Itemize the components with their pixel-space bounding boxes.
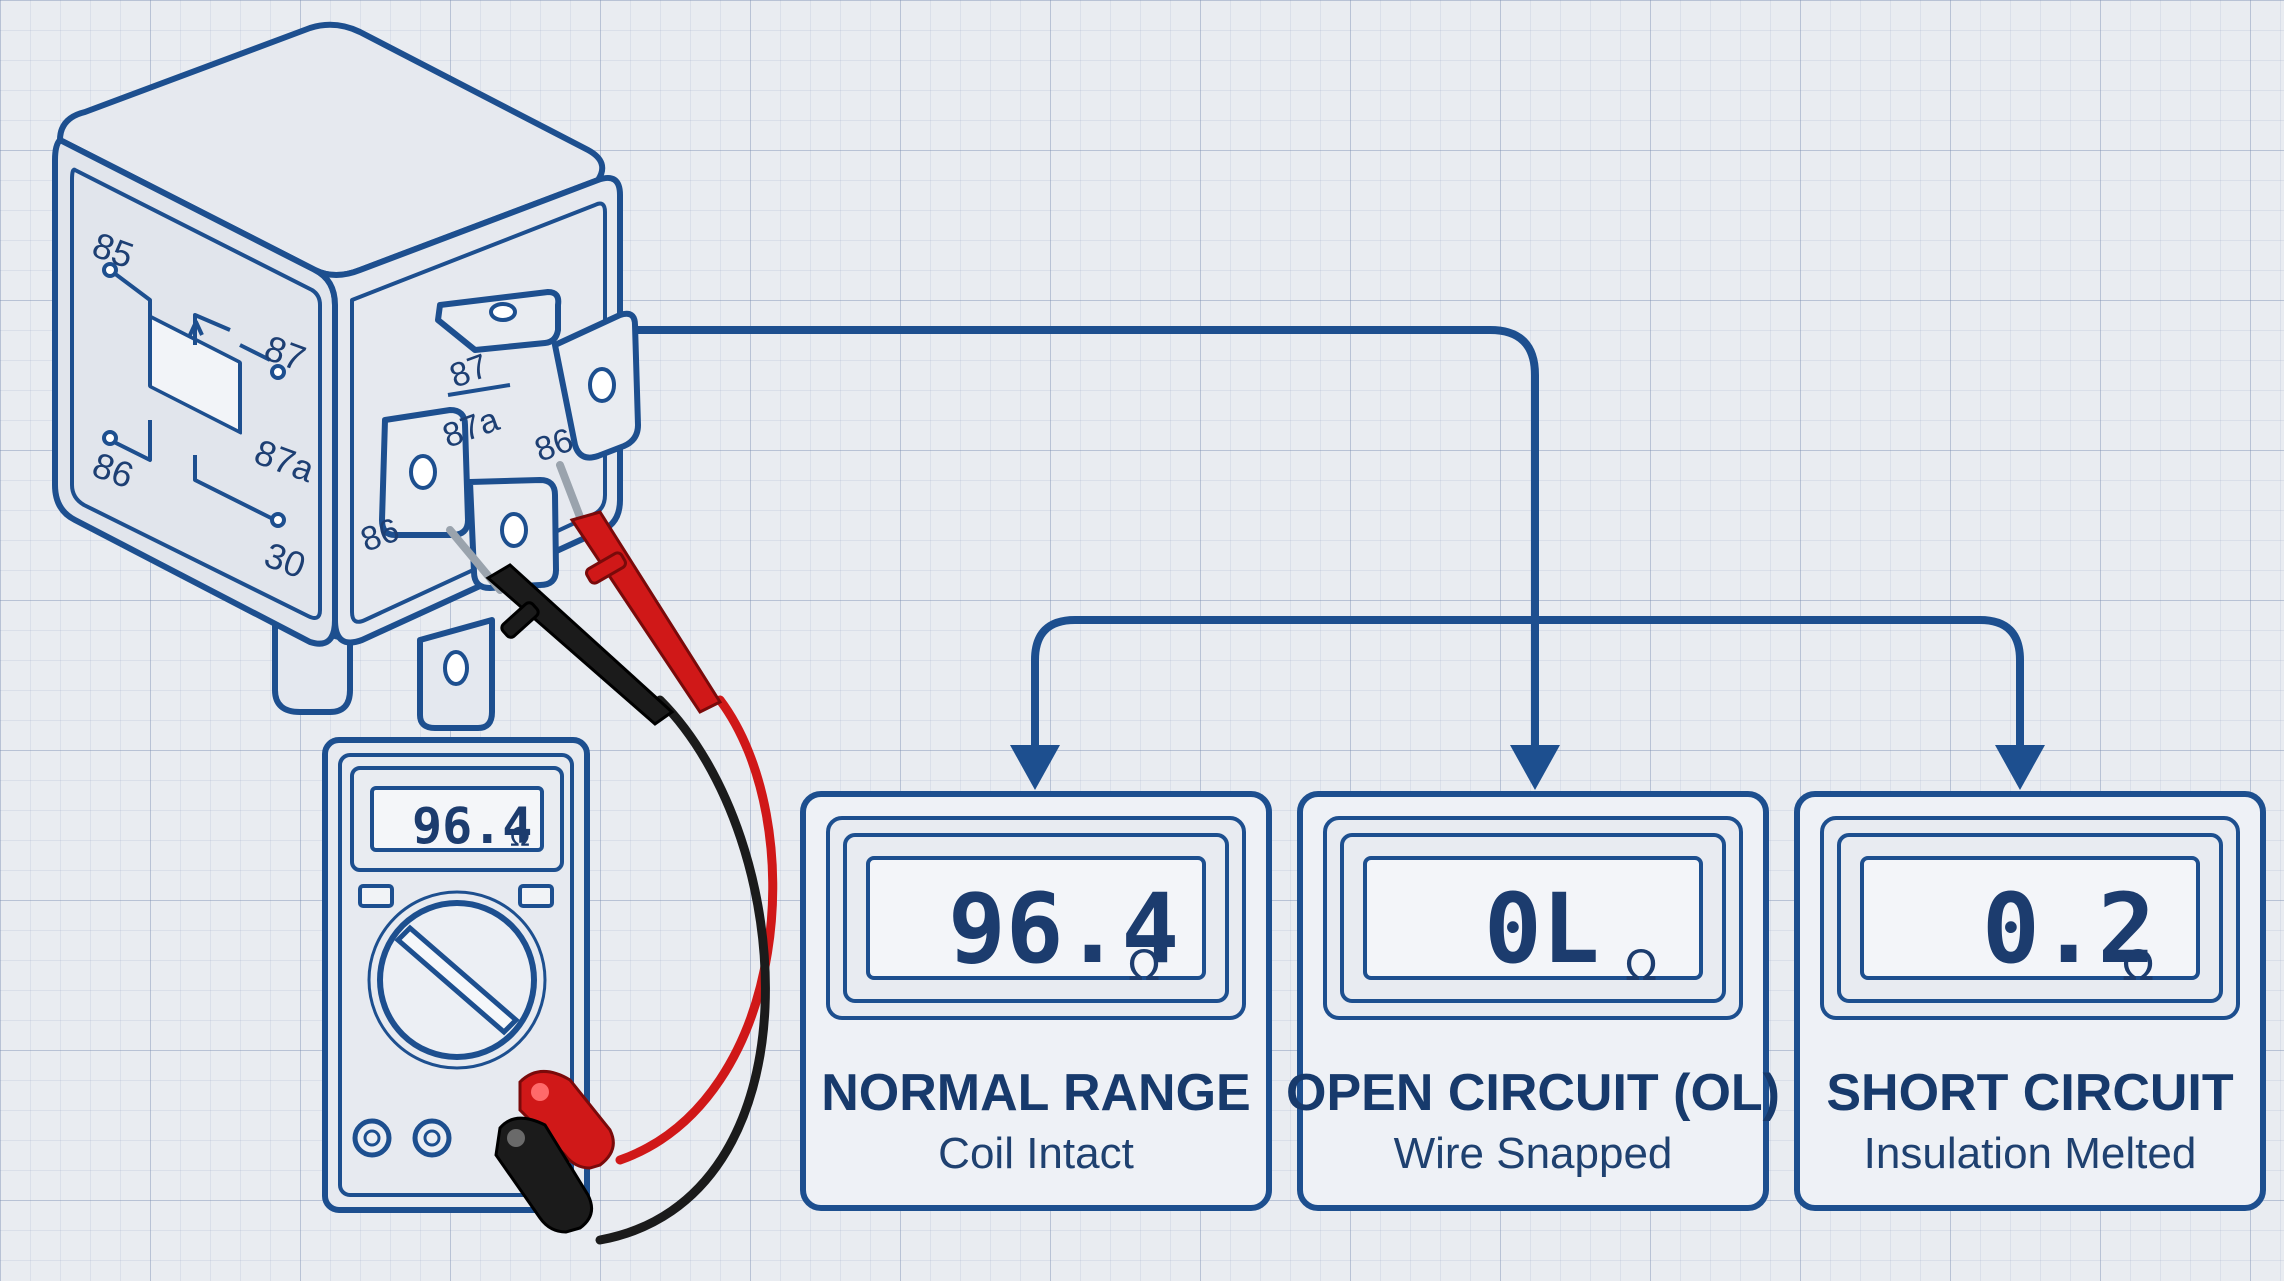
card-normal-unit: Ω: [1128, 941, 1160, 990]
relay-front-terminals: [379, 289, 641, 591]
card-open-title: OPEN CIRCUIT (OL): [1286, 1064, 1780, 1122]
multimeter-dial-outer: [367, 890, 547, 1070]
multimeter-reading: 96.4: [412, 797, 532, 855]
card-short-unit: Ω: [2122, 941, 2154, 990]
black-lead-wire: [595, 695, 770, 1245]
card-short-circuit: 0.2 Ω SHORT CIRCUIT Insulation Melted: [1794, 791, 2266, 1211]
card-short-reading: 0.2: [1982, 873, 2155, 985]
multimeter-button-right: [518, 884, 554, 908]
multimeter-display: [370, 786, 544, 852]
multimeter-button-left: [358, 884, 394, 908]
relay-face-divider: [447, 383, 511, 397]
black-plug: [494, 1116, 594, 1234]
relay-front-inner-border: [350, 201, 607, 624]
card-normal-title: NORMAL RANGE: [821, 1064, 1250, 1122]
multimeter-inner-border: [338, 753, 574, 1197]
connector-relay-to-open: [626, 326, 1539, 749]
card-open-display-frame: [1340, 833, 1726, 1003]
relay-mount-tab: [272, 617, 353, 715]
connector-branch: [1031, 616, 2024, 749]
card-open-subtitle: Wire Snapped: [1394, 1129, 1673, 1178]
multimeter-dial-pointer: [394, 924, 520, 1036]
card-short-title: SHORT CIRCUIT: [1826, 1064, 2234, 1122]
relay-bottom-terminal-hole: [443, 650, 469, 686]
card-normal-reading: 96.4: [948, 873, 1179, 985]
relay-side-inner-border: [70, 167, 322, 620]
relay: [52, 21, 641, 731]
probe-leads: [595, 695, 778, 1245]
red-plug: [518, 1070, 615, 1170]
card-short-subtitle: Insulation Melted: [1864, 1129, 2197, 1178]
arrow-normal: [1010, 745, 1060, 790]
card-open-reading: 0L: [1484, 873, 1600, 985]
relay-internal-schematic: [108, 268, 276, 522]
multimeter-jack-v: [412, 1118, 452, 1158]
card-open-circuit: 0L Ω OPEN CIRCUIT (OL) Wire Snapped: [1286, 791, 1780, 1211]
card-short-display-frame: [1837, 833, 2223, 1003]
multimeter-jack-com: [352, 1118, 392, 1158]
arrowheads: [1010, 745, 2045, 790]
card-short-lcd: [1860, 856, 2200, 980]
connector-lines: [626, 326, 2024, 749]
card-normal-subtitle: Coil Intact: [938, 1129, 1134, 1178]
card-open-unit: Ω: [1625, 941, 1657, 990]
card-normal-display-frame: [843, 833, 1229, 1003]
card-normal-lcd: [866, 856, 1206, 980]
card-open-lcd: [1363, 856, 1703, 980]
black-probe: [446, 526, 675, 726]
arrow-short: [1995, 745, 2045, 790]
red-probe: [556, 461, 723, 714]
arrow-open: [1510, 745, 1560, 790]
card-normal-range: 96.4 Ω NORMAL RANGE Coil Intact: [800, 791, 1272, 1211]
relay-side-pin-dots: [102, 262, 286, 528]
multimeter-unit: Ω: [510, 823, 530, 853]
